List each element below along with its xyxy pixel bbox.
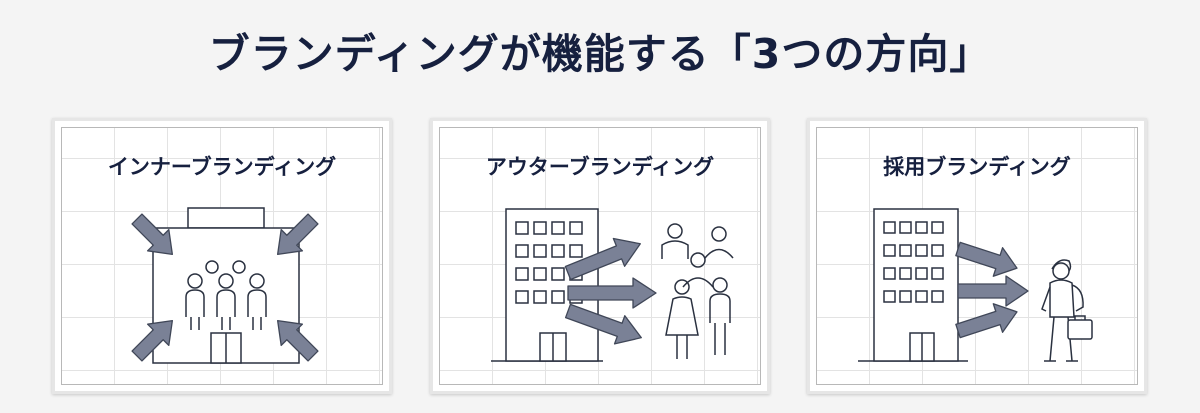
- panel-outer-branding: アウターブランディング: [430, 118, 770, 394]
- panel-recruitment-branding: 採用ブランディング: [807, 118, 1147, 394]
- building-icon: [858, 208, 968, 362]
- outward-arrow-icon: [564, 303, 642, 345]
- inward-arrow-icon: [131, 319, 174, 362]
- inner-branding-illustration: [131, 207, 319, 364]
- panel-title-outer: アウターブランディング: [485, 155, 715, 179]
- outward-arrow-icon: [564, 237, 641, 281]
- inward-arrow-icon: [131, 213, 174, 256]
- employees-icon: [185, 260, 267, 330]
- recruit-arrow-icon: [957, 275, 1029, 307]
- recruitment-branding-illustration: [858, 208, 1093, 362]
- panel-title-recruitment: 採用ブランディング: [883, 155, 1071, 179]
- panel-inner-branding: インナーブランディング: [52, 118, 392, 394]
- building-icon: [152, 207, 300, 364]
- building-icon: [491, 208, 603, 362]
- recruit-arrow-icon: [955, 241, 1018, 277]
- public-people-icon: [661, 223, 734, 359]
- outer-branding-illustration: [491, 208, 734, 362]
- inward-arrow-icon: [276, 319, 319, 362]
- outward-arrow-icon: [567, 277, 657, 309]
- page-title: ブランディングが機能する「3つの方向」: [208, 30, 992, 78]
- job-seeker-icon: [1041, 259, 1093, 362]
- panel-title-inner: インナーブランディング: [107, 155, 337, 179]
- inward-arrow-icon: [276, 213, 319, 256]
- recruit-arrow-icon: [955, 303, 1018, 339]
